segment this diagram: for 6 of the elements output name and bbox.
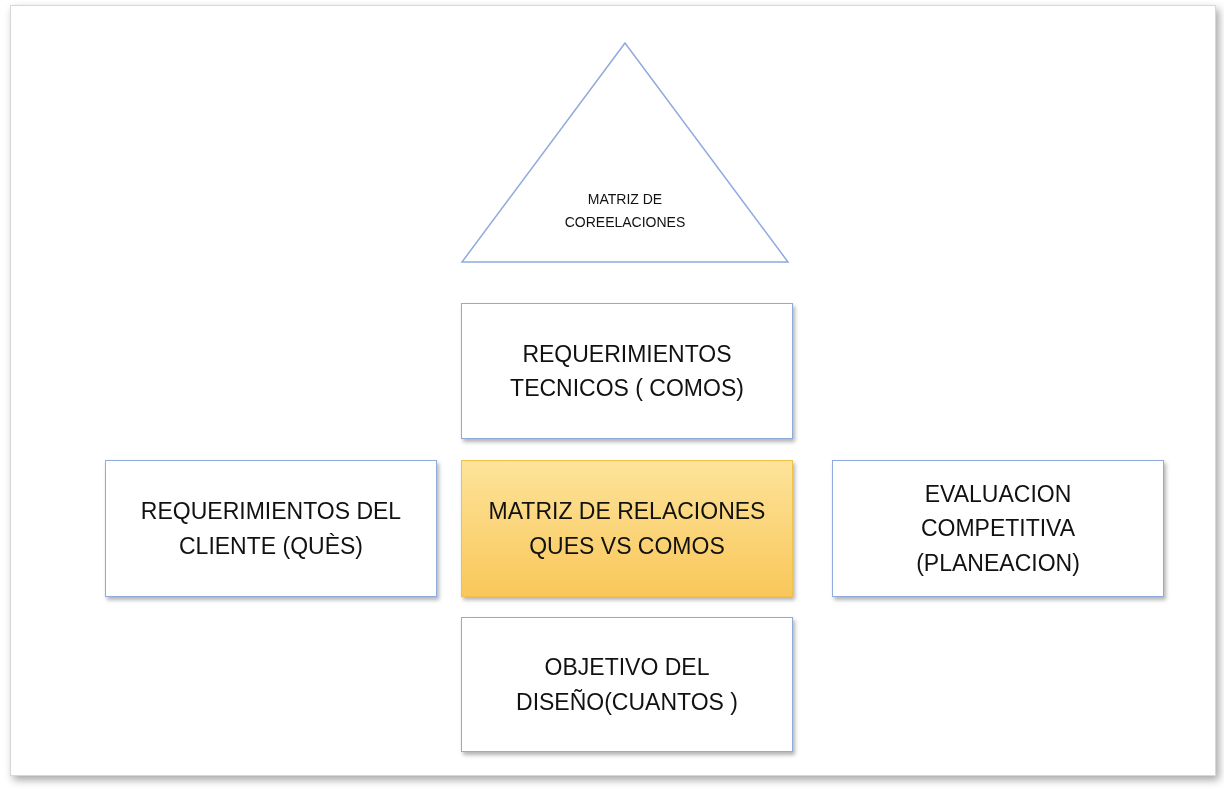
process-box: REQUERIMIENTOS DEL CLIENTE (QUÈS): [105, 460, 437, 597]
process-box: EVALUACION COMPETITIVA (PLANEACION): [832, 460, 1164, 597]
process-box: REQUERIMIENTOS TECNICOS ( COMOS): [461, 303, 793, 439]
process-box: OBJETIVO DEL DISEÑO(CUANTOS ): [461, 617, 793, 752]
triangle-label: MATRIZ DE COREELACIONES: [563, 190, 687, 232]
highlighted-box: MATRIZ DE RELACIONES QUES VS COMOS: [461, 460, 793, 597]
